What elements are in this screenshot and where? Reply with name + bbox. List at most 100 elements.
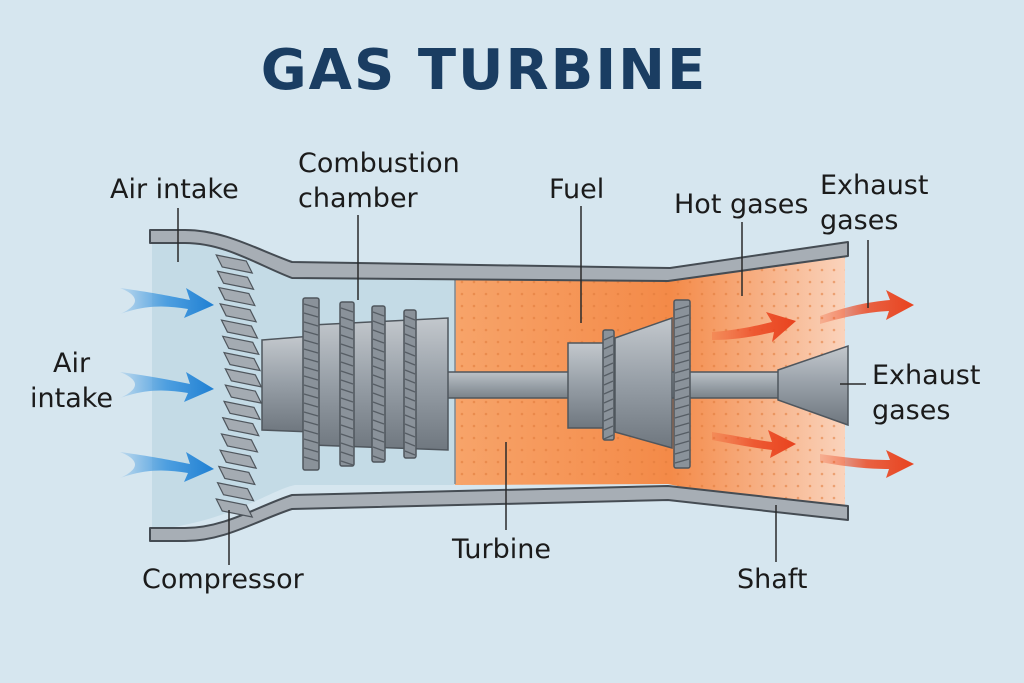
compressor-blade	[372, 320, 385, 326]
turbine-blade	[603, 335, 614, 341]
compressor-blade	[340, 343, 354, 349]
turbine-blade	[603, 380, 614, 386]
compressor-blade	[404, 432, 416, 438]
exhaust-arrow-lower	[820, 450, 914, 478]
compressor-blade	[340, 397, 354, 403]
compressor-blade	[303, 366, 319, 372]
compressor-blade	[340, 442, 354, 448]
compressor-blade	[404, 441, 416, 447]
compressor-stage-4	[403, 309, 417, 459]
compressor-blade	[372, 311, 385, 317]
hot-arrow-upper	[712, 312, 796, 342]
turbine-blade	[674, 332, 690, 338]
compressor-blade	[340, 307, 354, 313]
compressor-blade	[404, 387, 416, 393]
compressor-blade	[372, 356, 385, 362]
compressor-blade	[404, 351, 416, 357]
fan-blade	[221, 416, 260, 437]
compressor-blade	[303, 321, 319, 327]
compressor-blade	[404, 378, 416, 384]
turbine-blade	[674, 368, 690, 374]
compressor-blade	[340, 379, 354, 385]
turbine-blade	[674, 386, 690, 392]
turbine-blade	[674, 431, 690, 437]
intake-fan	[215, 254, 263, 518]
air-arrow-top	[120, 288, 214, 318]
turbine-blades	[602, 299, 691, 469]
casing-bottom	[149, 485, 849, 542]
turbine-blade	[603, 353, 614, 359]
compressor-blade	[340, 424, 354, 430]
fan-blade	[220, 319, 259, 339]
exhaust-cone	[777, 344, 849, 427]
compressor-blade	[372, 410, 385, 416]
turbine-blade	[674, 395, 690, 401]
hot-gas-arrows	[712, 290, 914, 478]
turbine-blade	[674, 440, 690, 446]
fan-blade	[224, 368, 263, 388]
label-hot-gases: Hot gases	[674, 189, 809, 220]
label-turbine: Turbine	[452, 534, 551, 565]
turbine-blade	[674, 422, 690, 428]
air-arrow-middle	[120, 372, 214, 402]
turbine-blade	[603, 407, 614, 413]
compressor-blade	[404, 369, 416, 375]
compressor-blade	[340, 370, 354, 376]
compressor-blade	[303, 312, 319, 318]
turbine-blade	[603, 362, 614, 368]
compressor-blade	[303, 303, 319, 309]
compressor-blade	[404, 315, 416, 321]
compressor-blade	[404, 342, 416, 348]
turbine-blade	[674, 377, 690, 383]
compressor-blade	[372, 419, 385, 425]
turbine-blade	[603, 416, 614, 422]
compressor-blade	[340, 460, 354, 466]
label-exhaust-gases-right: Exhaust gases	[872, 360, 981, 426]
turbine-blade	[674, 323, 690, 329]
compressor-blade	[340, 406, 354, 412]
turbine-blade	[603, 371, 614, 377]
fan-blade	[219, 302, 258, 323]
fan-blade	[217, 465, 256, 486]
turbine-blade	[674, 449, 690, 455]
compressor-blade	[303, 456, 319, 462]
compressor-blade	[340, 433, 354, 439]
compressor-blade	[340, 352, 354, 358]
turbine-blade	[603, 434, 614, 440]
fan-blade	[221, 335, 260, 356]
label-fuel: Fuel	[549, 174, 605, 205]
compressor-blade	[340, 361, 354, 367]
turbine-blade	[674, 350, 690, 356]
fan-blade	[216, 270, 255, 291]
label-compressor: Compressor	[142, 564, 304, 595]
compressor-blade	[404, 324, 416, 330]
compressor-blade	[303, 330, 319, 336]
compressor-blade	[303, 447, 319, 453]
compressor-blade	[404, 333, 416, 339]
compressor-blade	[372, 329, 385, 335]
compressor-blade	[303, 393, 319, 399]
fan-blade	[215, 254, 254, 274]
fan-blade	[216, 481, 255, 502]
compressor-blade	[404, 423, 416, 429]
compressor-blade	[340, 334, 354, 340]
turbine-blade	[674, 305, 690, 311]
fan-blade	[217, 286, 256, 307]
compressor-blade	[372, 455, 385, 461]
compressor-blade	[372, 401, 385, 407]
compressor-blade	[340, 388, 354, 394]
turbine-blade	[674, 341, 690, 347]
hot-arrow-lower	[712, 430, 796, 458]
compressor-blade	[404, 396, 416, 402]
turbine-blade	[603, 425, 614, 431]
fan-blade	[222, 400, 262, 421]
turbine-blade	[603, 389, 614, 395]
fan-blade	[219, 449, 258, 470]
compressor-blade	[372, 446, 385, 452]
diagram-title: GAS TURBINE	[260, 38, 708, 103]
compressor-blade	[372, 338, 385, 344]
compressor-blade	[303, 438, 319, 444]
label-shaft: Shaft	[737, 564, 808, 595]
fan-blade	[222, 351, 262, 372]
